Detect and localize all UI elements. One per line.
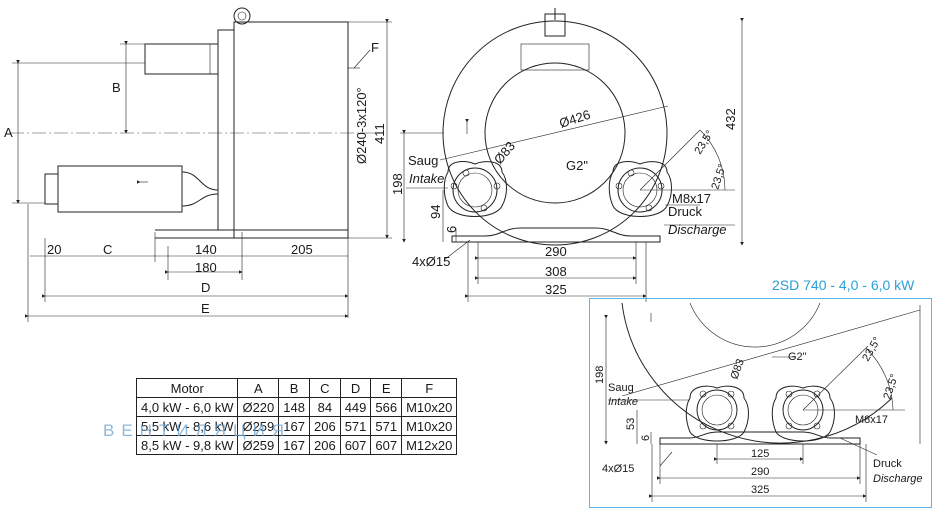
impeller-circle — [484, 62, 626, 204]
inset-frame — [589, 298, 932, 508]
inset-saug-label: Saug — [608, 382, 634, 394]
dim-308-label: 308 — [545, 264, 567, 279]
table-cell: Ø259 — [237, 416, 280, 436]
discharge-label: Discharge — [668, 222, 727, 237]
table-header: E — [370, 378, 403, 398]
dim-94-label: 94 — [428, 205, 443, 219]
dim-b-label: B — [112, 80, 121, 95]
table-header: D — [339, 378, 372, 398]
dim-pcd-label: Ø240-3x120° — [354, 87, 369, 164]
side-view: A B F Ø240-3x120° 411 20 C 140 205 180 D… — [4, 7, 392, 322]
table-cell: 571 — [370, 416, 403, 436]
dim-426-label: Ø426 — [557, 107, 592, 131]
table-cell: M10x20 — [401, 416, 458, 436]
inset-view: 198 53 6 Ø83 G2" 23,5° 23,5° M8x17 Saug … — [594, 302, 923, 502]
dim-20-label: 20 — [47, 242, 61, 257]
table-row: 5,5 kW - 8,6 kW Ø259 167 206 571 571 M10… — [135, 416, 458, 436]
inset-dim-6-label: 6 — [640, 435, 652, 441]
table-cell: 607 — [370, 435, 403, 455]
table-cell: 84 — [308, 397, 341, 417]
dim-d-label: D — [201, 280, 210, 295]
motor-dimension-table: Motor A B C D E F 4,0 kW - 6,0 kW Ø220 1… — [135, 378, 458, 455]
table-row: 4,0 kW - 6,0 kW Ø220 148 84 449 566 M10x… — [135, 397, 458, 417]
inset-intake-label: Intake — [608, 396, 638, 408]
dim-6-label: 6 — [444, 226, 459, 233]
dim-432-label: 432 — [723, 108, 738, 130]
table-header: A — [237, 378, 280, 398]
table-cell: 167 — [278, 435, 310, 455]
saug-label: Saug — [408, 153, 438, 168]
table-cell: 206 — [308, 435, 341, 455]
inset-discharge-label: Discharge — [873, 473, 923, 485]
table-cell: Ø220 — [237, 397, 280, 417]
terminal-box — [144, 43, 219, 75]
motor-body — [217, 29, 235, 231]
inset-holes-label: 4xØ15 — [602, 463, 634, 475]
dim-205-label: 205 — [291, 242, 313, 257]
table-cell: 571 — [339, 416, 372, 436]
table-header: Motor — [135, 378, 239, 398]
table-header: B — [278, 378, 310, 398]
holes-label: 4xØ15 — [412, 254, 450, 269]
table-cell: 449 — [339, 397, 372, 417]
dim-f-label: F — [371, 40, 379, 55]
inset-thread-label: M8x17 — [855, 414, 888, 426]
table-cell: M12x20 — [401, 435, 458, 455]
table-row: 8,5 kW - 9,8 kW Ø259 167 206 607 607 M12… — [135, 435, 458, 455]
table-cell: Ø259 — [237, 435, 280, 455]
angle-2-label: 23,5° — [709, 163, 728, 191]
dim-198-label: 198 — [390, 173, 405, 195]
inset-dim-325-label: 325 — [751, 484, 769, 496]
table-header: C — [308, 378, 341, 398]
table-cell: 4,0 kW - 6,0 kW — [135, 397, 239, 417]
lifting-eye — [233, 7, 251, 25]
blower-housing — [233, 21, 349, 239]
inset-dim-198-label: 198 — [594, 366, 606, 384]
thread-label: M8x17 — [672, 191, 711, 206]
motor-housing — [57, 165, 183, 213]
inset-dim-125-label: 125 — [751, 448, 769, 460]
dim-325-label: 325 — [545, 282, 567, 297]
inset-g2-label: G2" — [788, 351, 807, 363]
dim-411-label: 411 — [372, 123, 387, 144]
intake-label: Intake — [409, 171, 444, 186]
dim-180-label: 180 — [195, 260, 217, 275]
table-cell: M10x20 — [401, 397, 458, 417]
druck-label: Druck — [668, 204, 702, 219]
dim-140-label: 140 — [195, 242, 217, 257]
table-cell: 607 — [339, 435, 372, 455]
intake-flange — [443, 161, 507, 217]
inset-dim-290-label: 290 — [751, 466, 769, 478]
table-header: F — [401, 378, 458, 398]
base-feet — [451, 227, 661, 243]
table-cell: 8,5 kW - 9,8 kW — [135, 435, 239, 455]
table-cell: 148 — [278, 397, 310, 417]
front-view: 432 Ø426 Ø83 198 94 6 G2" 23,5° 23,5° M8… — [390, 8, 744, 302]
table-header-row: Motor A B C D E F — [135, 378, 458, 398]
inset-title: 2SD 740 - 4,0 - 6,0 kW — [772, 277, 915, 293]
dim-c-label: C — [103, 242, 112, 257]
inset-druck-label: Druck — [873, 458, 902, 470]
dim-e-label: E — [201, 301, 210, 316]
table-cell: 566 — [370, 397, 403, 417]
dim-a-label: A — [4, 125, 13, 140]
inset-dim-53-label: 53 — [625, 418, 637, 430]
dim-290-label: 290 — [545, 244, 567, 259]
table-cell: 206 — [308, 416, 341, 436]
g2-label: G2" — [566, 158, 588, 173]
angle-1-label: 23,5° — [692, 128, 716, 156]
watermark: ВЕНТИЛЯЦИЯ — [103, 421, 292, 440]
